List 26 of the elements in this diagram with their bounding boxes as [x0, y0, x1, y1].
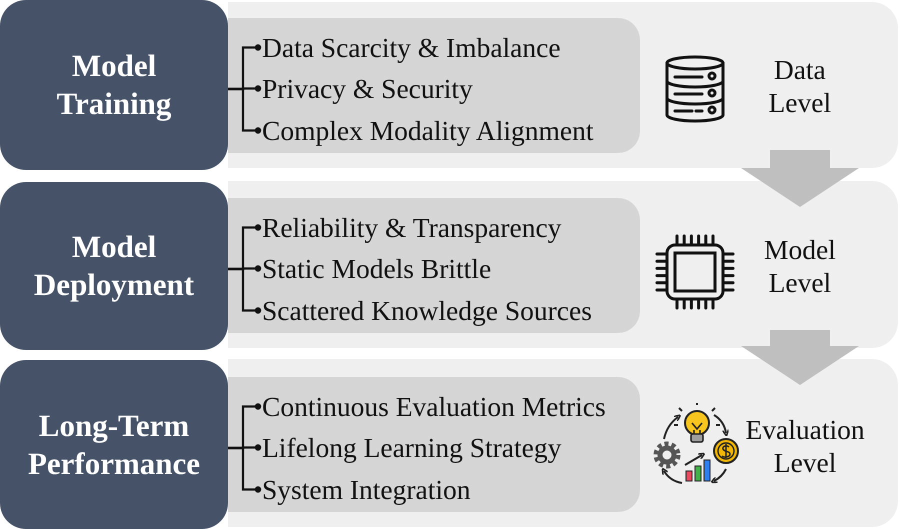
challenge-panel	[228, 18, 640, 153]
bracket-connector	[228, 268, 262, 314]
level-band	[228, 2, 898, 168]
level-band	[228, 181, 898, 348]
challenge-text: Static Models Brittle	[262, 253, 492, 284]
stage-box: Model Deployment	[0, 182, 228, 350]
challenge-text: System Integration	[262, 474, 471, 505]
challenge-panel	[228, 377, 640, 512]
challenge-panel	[228, 198, 640, 333]
down-arrow	[741, 150, 859, 207]
challenge-text: Scattered Knowledge Sources	[262, 295, 592, 326]
challenge-text: Privacy & Security	[262, 73, 473, 104]
bracket-connector	[228, 446, 262, 493]
challenge-text: Complex Modality Alignment	[262, 115, 594, 146]
challenge-text: Lifelong Learning Strategy	[262, 432, 562, 463]
challenge-text: Continuous Evaluation Metrics	[262, 391, 606, 422]
stage-box: Model Training	[0, 0, 228, 170]
level-band	[228, 359, 898, 527]
stage-box: Long-Term Performance	[0, 360, 228, 529]
down-arrow	[741, 330, 859, 385]
challenge-text: Reliability & Transparency	[262, 212, 562, 243]
level-title: Evaluation Level	[746, 413, 865, 479]
bracket-connector	[228, 88, 262, 134]
level-title: Model Level	[764, 233, 836, 299]
challenge-text: Data Scarcity & Imbalance	[262, 32, 561, 63]
level-title: Data Level	[768, 53, 832, 119]
